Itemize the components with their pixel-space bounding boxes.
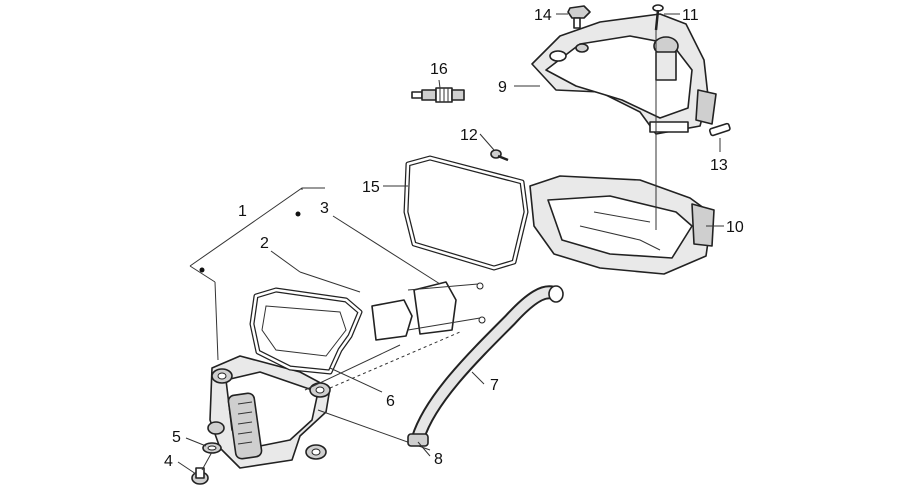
callout-6: 6 <box>386 393 395 410</box>
callout-8: 8 <box>434 451 443 468</box>
callout-13: 13 <box>710 157 728 174</box>
head-gasket <box>249 287 363 375</box>
callout-3: 3 <box>320 200 329 217</box>
assembly-bracket-1 <box>189 187 325 361</box>
screw-12 <box>490 149 509 162</box>
screw-11 <box>652 4 664 31</box>
valve-cover <box>207 355 331 469</box>
cover-gasket <box>403 155 529 271</box>
bolt-and-washer <box>191 442 222 485</box>
callout-14: 14 <box>534 7 552 24</box>
oil-plug <box>567 5 591 29</box>
spark-plug <box>411 87 465 103</box>
breather-hose <box>411 285 564 445</box>
leader-lines <box>177 13 724 475</box>
callout-2: 2 <box>260 235 269 252</box>
callout-16: 16 <box>430 61 448 78</box>
screw-13 <box>708 122 731 137</box>
callout-5: 5 <box>172 429 181 446</box>
callout-11: 11 <box>682 7 699 24</box>
upper-cover <box>531 13 717 135</box>
hose-clamp <box>407 433 429 447</box>
callout-10: 10 <box>726 219 744 236</box>
callout-labels: 1 2 3 4 5 6 7 8 9 10 11 12 13 14 15 16 <box>164 7 744 470</box>
callout-1: 1 <box>238 203 247 220</box>
callout-4: 4 <box>164 453 173 470</box>
callout-15: 15 <box>362 179 380 196</box>
callout-12: 12 <box>460 127 478 144</box>
lower-housing <box>529 175 715 275</box>
callout-9: 9 <box>498 79 507 96</box>
baffle-plate <box>371 281 486 341</box>
callout-7: 7 <box>490 377 499 394</box>
